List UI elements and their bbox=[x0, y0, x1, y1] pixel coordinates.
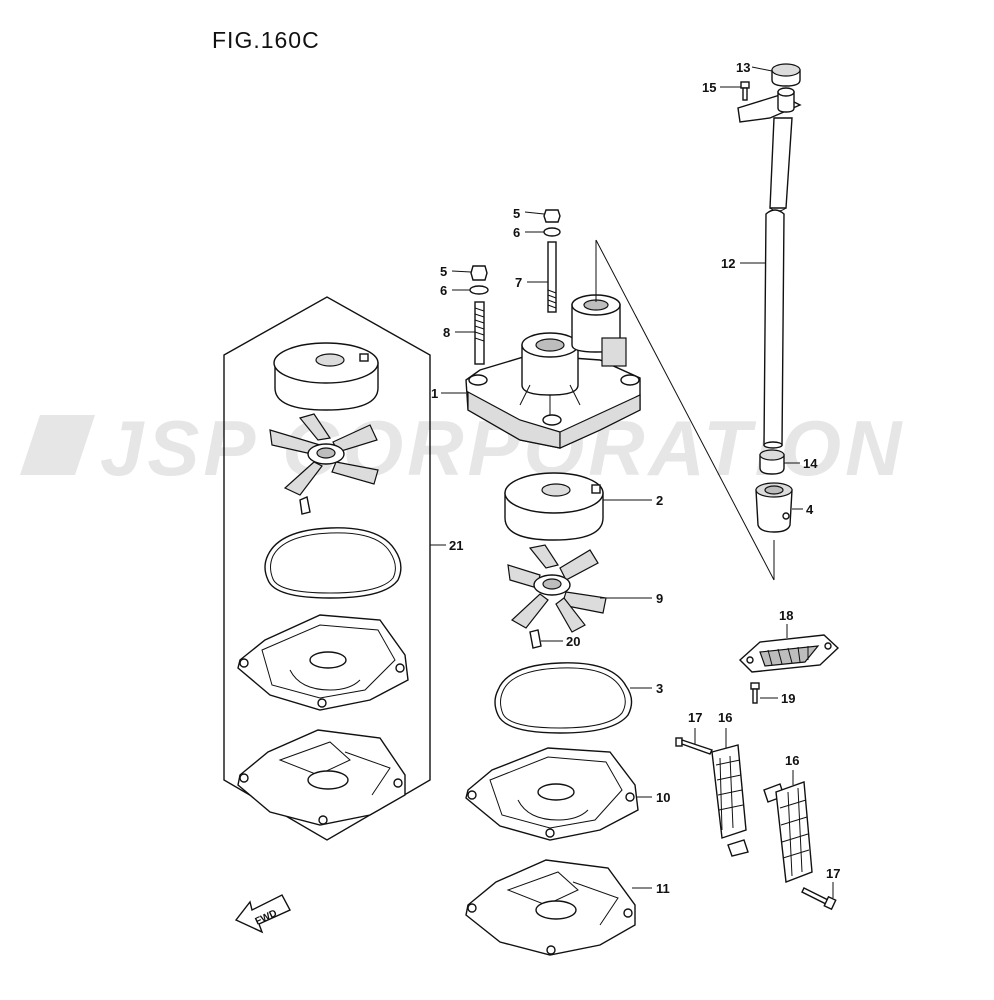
callout-12: 12 bbox=[721, 256, 735, 271]
callout-6a: 6 bbox=[513, 225, 520, 240]
callout-17a: 17 bbox=[688, 710, 702, 725]
o-ring-3 bbox=[494, 662, 633, 734]
grommet-4 bbox=[755, 482, 793, 533]
kit-boundary bbox=[223, 296, 431, 841]
callout-21: 21 bbox=[449, 538, 463, 553]
screw-17-right bbox=[801, 887, 837, 911]
screw-15 bbox=[740, 81, 750, 101]
callout-2: 2 bbox=[656, 493, 663, 508]
screen-16-left bbox=[711, 744, 749, 857]
callout-16b: 16 bbox=[785, 753, 799, 768]
callout-20: 20 bbox=[566, 634, 580, 649]
callout-19: 19 bbox=[781, 691, 795, 706]
screen-18 bbox=[738, 634, 840, 673]
nut-5-lower bbox=[470, 265, 488, 281]
callout-10: 10 bbox=[656, 790, 670, 805]
kit-gasket bbox=[237, 729, 406, 826]
leader-13 bbox=[751, 66, 773, 72]
callout-18: 18 bbox=[779, 608, 793, 623]
callout-7: 7 bbox=[515, 275, 522, 290]
kit-liner bbox=[273, 342, 379, 411]
assembly-line bbox=[595, 239, 775, 581]
callout-13: 13 bbox=[736, 60, 750, 75]
figure-title: FIG.160C bbox=[212, 27, 320, 53]
callout-11: 11 bbox=[656, 881, 670, 896]
liner-2 bbox=[504, 472, 604, 541]
impeller-9 bbox=[507, 544, 607, 633]
grommet-14 bbox=[759, 449, 785, 475]
key-20 bbox=[529, 629, 542, 649]
leader-5b bbox=[451, 270, 472, 273]
callout-1: 1 bbox=[431, 386, 438, 401]
bracket bbox=[737, 87, 802, 123]
pump-housing-1 bbox=[465, 294, 641, 449]
kit-plate bbox=[237, 614, 409, 711]
callout-9: 9 bbox=[656, 591, 663, 606]
callout-8: 8 bbox=[443, 325, 450, 340]
tube-12 bbox=[763, 117, 793, 449]
screen-16-right bbox=[763, 781, 813, 883]
callout-6b: 6 bbox=[440, 283, 447, 298]
stud-8 bbox=[474, 301, 485, 365]
washer-6-lower bbox=[469, 285, 489, 295]
stud-7 bbox=[547, 241, 557, 313]
plate-10 bbox=[465, 747, 639, 841]
fwd-arrow-icon: FWD bbox=[234, 894, 291, 934]
callout-16a: 16 bbox=[718, 710, 732, 725]
kit-impeller bbox=[269, 413, 379, 515]
kit-o-ring bbox=[264, 527, 402, 599]
cap-13 bbox=[771, 63, 801, 87]
callout-5a: 5 bbox=[513, 206, 520, 221]
gasket-11 bbox=[465, 859, 636, 956]
screw-19 bbox=[750, 682, 760, 704]
callout-4: 4 bbox=[806, 502, 814, 517]
callout-15: 15 bbox=[702, 80, 716, 95]
callout-5b: 5 bbox=[440, 264, 447, 279]
washer-6-upper bbox=[543, 227, 561, 237]
leader-5a bbox=[524, 211, 545, 215]
callout-17b: 17 bbox=[826, 866, 840, 881]
screw-17-left bbox=[675, 737, 713, 755]
nut-5-upper bbox=[543, 209, 561, 223]
callout-14: 14 bbox=[803, 456, 818, 471]
callout-3: 3 bbox=[656, 681, 663, 696]
